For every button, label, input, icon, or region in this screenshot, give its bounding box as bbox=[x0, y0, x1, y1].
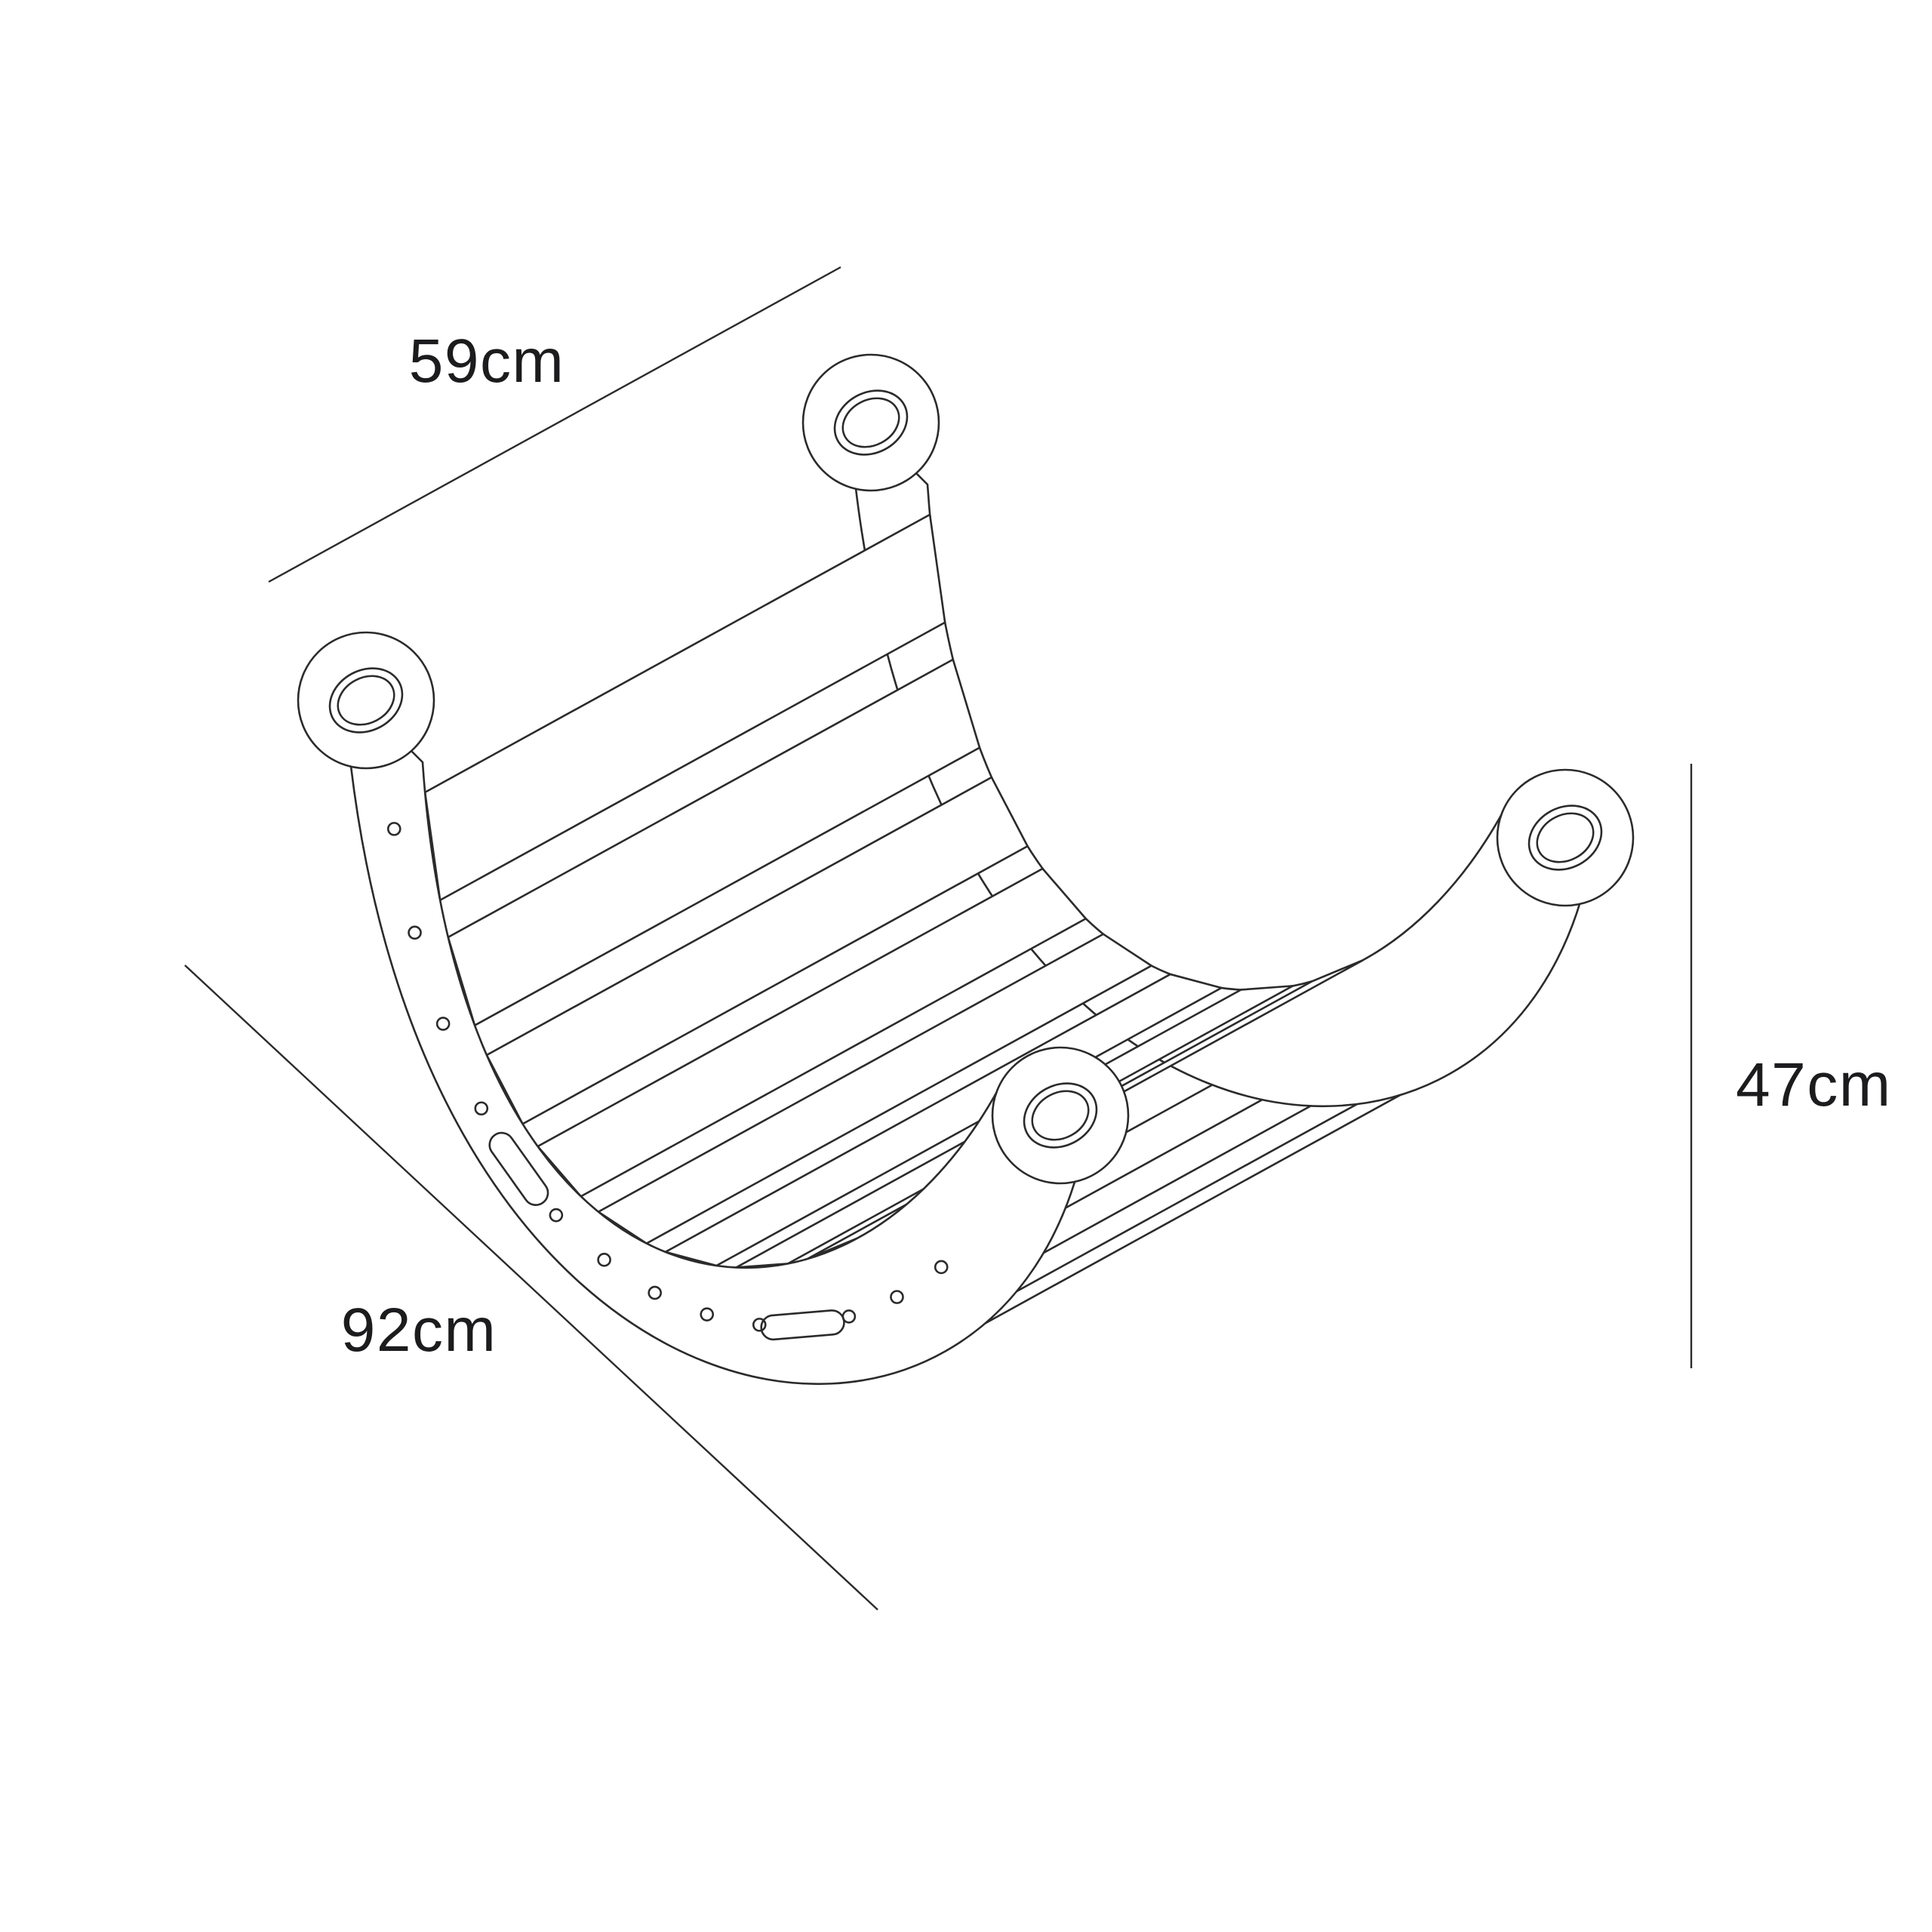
screw-hole-dot bbox=[597, 1253, 611, 1267]
screw-hole-dot bbox=[435, 1017, 451, 1031]
handle-hole bbox=[833, 389, 909, 456]
dimension-width-group: 59cm bbox=[268, 266, 841, 583]
handle-hole bbox=[1527, 804, 1603, 871]
bed-slat bbox=[485, 776, 1029, 1125]
dimension-label-width: 59cm bbox=[409, 327, 565, 395]
screw-hole-dot bbox=[934, 1260, 949, 1275]
handle-lobe bbox=[801, 353, 940, 492]
screw-hole-dot bbox=[700, 1307, 715, 1321]
dimension-label-length: 92cm bbox=[341, 1296, 497, 1364]
handle-lobe bbox=[297, 631, 435, 770]
grip-slot bbox=[488, 1131, 549, 1206]
bed-slat bbox=[664, 973, 1223, 1267]
handle-hole-inner bbox=[841, 397, 900, 448]
screw-hole-dot bbox=[648, 1285, 662, 1300]
bed-slat bbox=[447, 658, 981, 1026]
handle-lobe bbox=[1496, 768, 1635, 907]
handle-hole bbox=[328, 667, 404, 734]
screw-hole-dot bbox=[408, 925, 422, 940]
screw-hole-dot bbox=[752, 1318, 767, 1332]
handle-hole bbox=[1023, 1082, 1098, 1149]
handle-lobe bbox=[991, 1046, 1130, 1185]
screw-hole-dot bbox=[549, 1208, 564, 1223]
rocker-line-art bbox=[297, 353, 1635, 1385]
dimension-height-group: 47cm bbox=[1690, 764, 1892, 1368]
screw-hole-dot bbox=[890, 1290, 904, 1304]
handle-hole-inner bbox=[1536, 812, 1595, 863]
bed-slat bbox=[537, 867, 1088, 1198]
grip-slot bbox=[760, 1309, 845, 1341]
dimension-line-width bbox=[268, 266, 841, 583]
screw-hole-dot bbox=[386, 822, 401, 836]
bed-slat bbox=[597, 933, 1152, 1244]
dimension-line-length bbox=[184, 964, 878, 1611]
dimension-label-height: 47cm bbox=[1736, 1051, 1892, 1119]
handle-hole-inner bbox=[1031, 1090, 1090, 1141]
screw-hole-dot bbox=[474, 1101, 489, 1116]
dimension-length-group: 92cm bbox=[184, 964, 878, 1611]
bed-slat bbox=[423, 513, 946, 902]
handle-hole-inner bbox=[337, 675, 395, 726]
